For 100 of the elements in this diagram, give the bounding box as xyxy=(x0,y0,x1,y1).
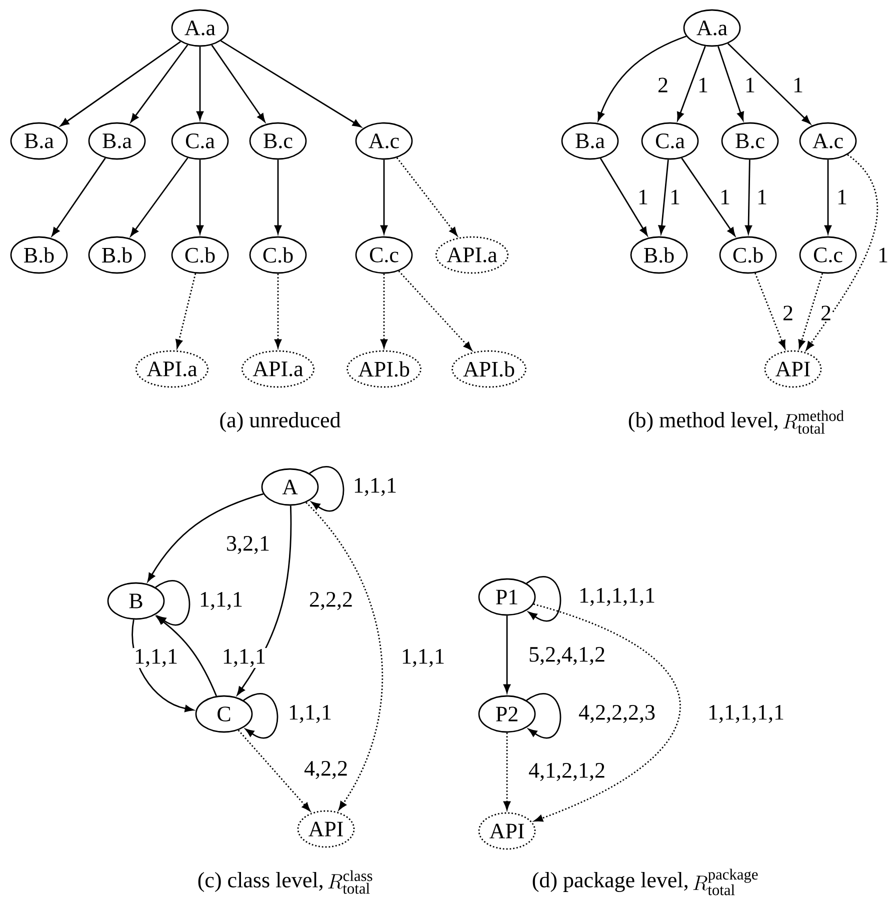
dotted-arrow xyxy=(396,157,458,236)
edge-label: 1,1,1 xyxy=(400,648,446,668)
ellipse-node: A.c xyxy=(799,122,857,160)
dotted-arrow xyxy=(380,274,388,348)
arrow xyxy=(196,160,204,234)
ellipse-node: A.a xyxy=(683,9,741,47)
arrow xyxy=(717,46,744,121)
caption-formula: $R^{\mathrm{method}}_{\mathrm{total}}$ xyxy=(783,410,844,434)
dotted-arrow xyxy=(176,273,196,348)
ellipse-node: C.b xyxy=(719,236,777,274)
arrow xyxy=(130,44,188,122)
arrow xyxy=(130,157,188,236)
edge-label: 1 xyxy=(792,76,804,94)
arrow xyxy=(220,40,362,128)
loop-arrow xyxy=(526,576,562,622)
edge-label: 1,1,1,1,1 xyxy=(578,587,656,607)
edge-label: 4,1,2,1,2 xyxy=(528,762,606,782)
dotted-ellipse-node: API xyxy=(478,812,536,850)
edge-label: 2,2,2 xyxy=(308,591,354,611)
dotted-ellipse-node: API.a xyxy=(135,350,209,388)
arrow xyxy=(52,158,106,236)
dotted-ellipse-node: API xyxy=(764,350,822,388)
edge-label: 1,1,1 xyxy=(287,704,333,724)
arrow xyxy=(824,160,832,234)
dotted-arrow xyxy=(806,154,878,350)
ellipse-node: C xyxy=(195,695,253,733)
arrow xyxy=(274,160,282,234)
edge-label: 1,1,1 xyxy=(352,477,398,497)
dotted-arrow xyxy=(238,730,310,812)
arrow xyxy=(211,44,266,122)
edge-label: 1,1,1 xyxy=(198,591,244,611)
ellipse-node: B.a xyxy=(561,122,619,160)
ellipse-node: B xyxy=(107,582,165,620)
arrow xyxy=(504,616,510,694)
caption-formula: $R^{\mathrm{class}}_{\mathrm{total}}$ xyxy=(328,870,372,894)
caption-formula: $R^{\mathrm{package}}_{\mathrm{total}}$ xyxy=(693,868,758,896)
dotted-arrow xyxy=(533,603,681,822)
ellipse-node: C.a xyxy=(171,122,229,160)
edge-label: 4,2,2 xyxy=(303,760,349,780)
dotted-arrow xyxy=(754,272,786,349)
edge-label: 1,1,1 xyxy=(133,648,179,668)
edge-label: 1 xyxy=(636,188,650,206)
arrow xyxy=(658,160,669,234)
ellipse-node: A.c xyxy=(355,122,413,160)
ellipse-node: C.a xyxy=(641,122,699,160)
dotted-ellipse-node: API xyxy=(297,810,355,848)
dotted-arrow xyxy=(274,274,282,348)
loop-arrow xyxy=(309,466,344,512)
arrow xyxy=(745,160,752,234)
subfigure-caption: (c) class level, xyxy=(198,872,322,892)
arrow xyxy=(598,36,686,121)
ellipse-node: P2 xyxy=(478,695,536,733)
edge-label: 1 xyxy=(836,188,848,206)
edge-label: 1,1,1 xyxy=(221,648,267,668)
arrow xyxy=(236,506,292,696)
ellipse-node: C.b xyxy=(249,236,307,274)
edge-label: 4,2,2,2,3 xyxy=(578,704,656,724)
arrow xyxy=(380,160,388,234)
dotted-arrow xyxy=(306,502,384,810)
dotted-ellipse-node: API.b xyxy=(346,350,422,388)
arrow xyxy=(600,158,648,236)
arrow xyxy=(196,46,204,120)
ellipse-node: B.b xyxy=(88,236,146,274)
ellipse-node: B.b xyxy=(10,236,68,274)
edge-label: 2 xyxy=(820,304,832,322)
edge-label: 1 xyxy=(696,76,710,94)
arrow xyxy=(147,493,264,582)
edge-label: 2 xyxy=(782,304,794,322)
arrow xyxy=(156,616,218,696)
subfigure-caption: (b) method level, xyxy=(628,412,778,432)
loop-arrow xyxy=(526,693,562,738)
arrow xyxy=(681,158,736,236)
ellipse-node: B.a xyxy=(10,122,68,160)
subfigure-caption: (d) package level, xyxy=(532,872,688,892)
subfigure-caption: (a) unreduced xyxy=(220,412,340,432)
arrow xyxy=(727,43,811,124)
arrow xyxy=(677,46,706,121)
edge-label: 1 xyxy=(876,246,890,264)
ellipse-node: B.b xyxy=(630,236,688,274)
ellipse-node: A.a xyxy=(171,9,229,47)
dotted-arrow xyxy=(798,273,824,349)
edge-label: 1 xyxy=(718,188,732,206)
ellipse-node: C.c xyxy=(355,236,413,274)
ellipse-node: B.a xyxy=(88,122,146,160)
dotted-ellipse-node: API.a xyxy=(241,350,315,388)
loop-arrow xyxy=(243,693,278,738)
edge-label: 5,2,4,1,2 xyxy=(528,646,606,666)
arrow xyxy=(60,41,181,126)
edge-label: 1,1,1,1,1 xyxy=(706,704,786,724)
edge-label: 1 xyxy=(668,188,682,206)
dotted-arrow xyxy=(398,270,472,351)
ellipse-node: C.b xyxy=(171,236,229,274)
edge-label: 1 xyxy=(744,76,756,94)
ellipse-node: P1 xyxy=(478,578,536,616)
edge-label: 1 xyxy=(756,188,768,206)
edge-label: 3,2,1 xyxy=(225,535,271,555)
ellipse-node: C.c xyxy=(799,236,857,274)
edge-label: 2 xyxy=(656,76,670,94)
dotted-ellipse-node: API.a xyxy=(435,236,509,274)
ellipse-node: A xyxy=(261,468,319,506)
